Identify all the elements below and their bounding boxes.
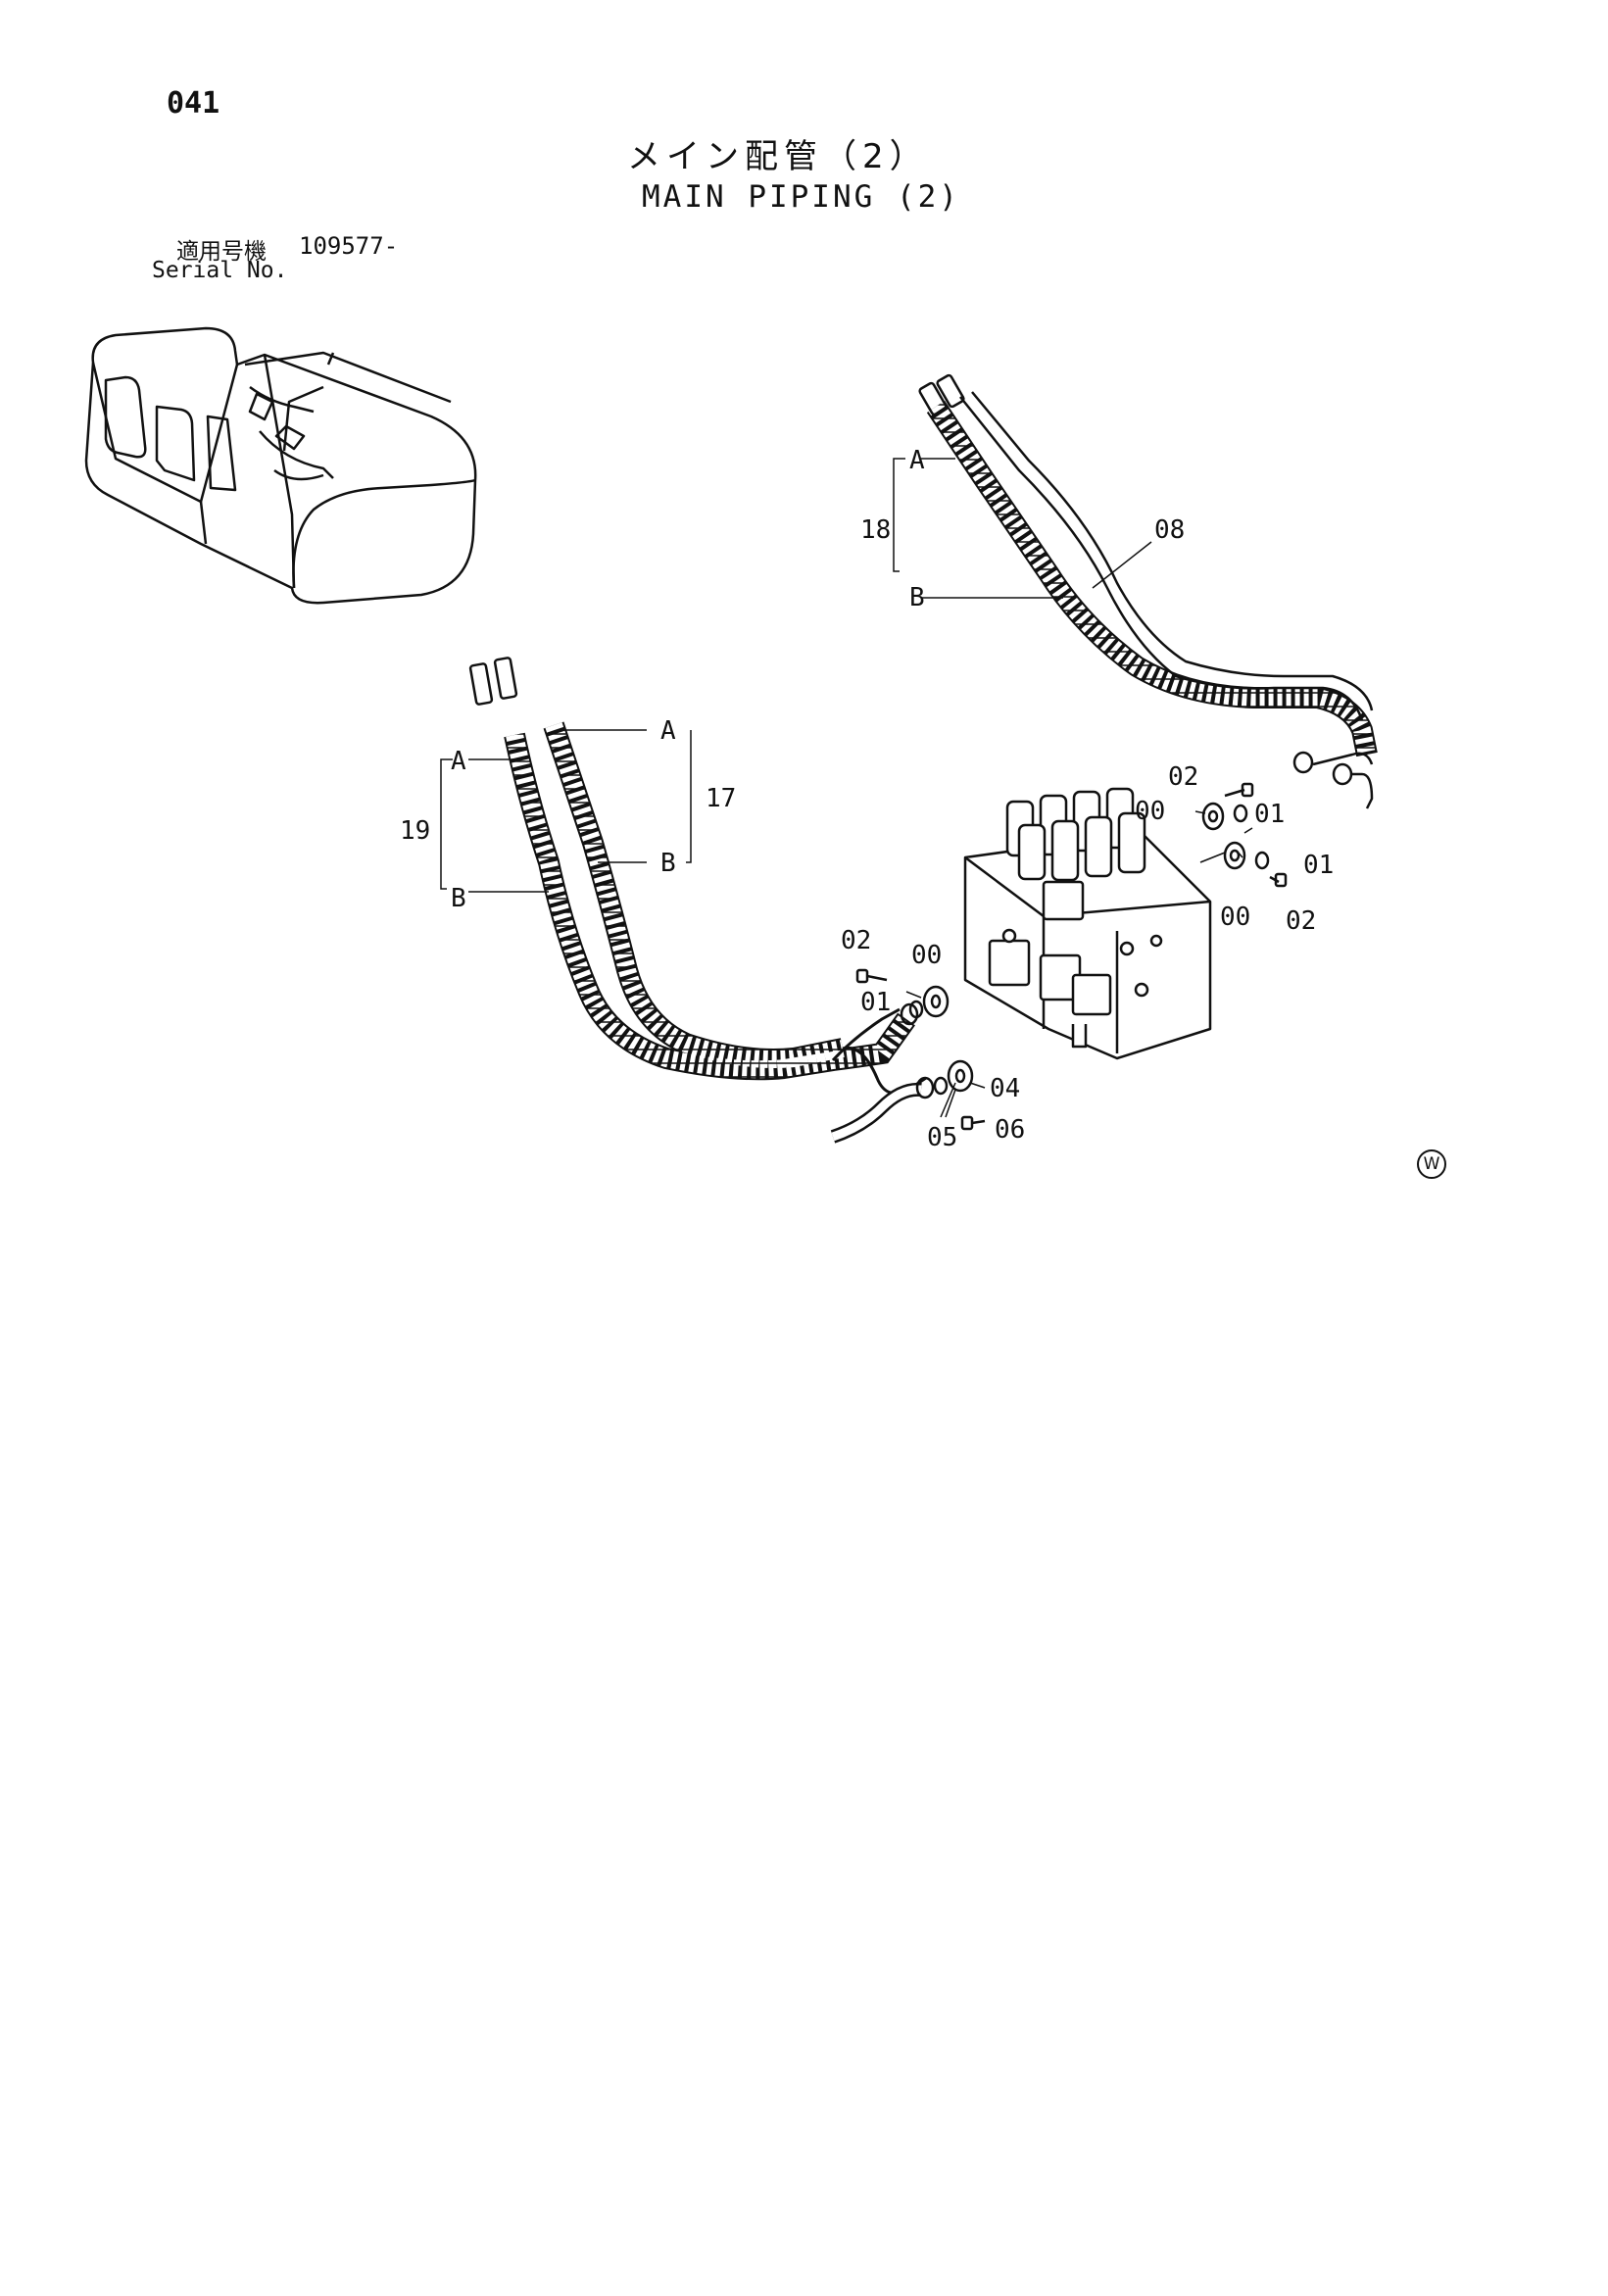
callout-04: 04 bbox=[990, 1074, 1021, 1103]
watermark-w: W bbox=[1417, 1149, 1446, 1179]
page-number: 041 bbox=[167, 86, 220, 121]
callout-17-a: A bbox=[660, 716, 676, 746]
callout-17: 17 bbox=[706, 784, 737, 813]
callout-06: 06 bbox=[995, 1115, 1026, 1145]
callout-18-a: A bbox=[909, 446, 925, 475]
callout-08: 08 bbox=[1154, 515, 1186, 545]
page-title-japanese: メイン配管（2） bbox=[627, 137, 929, 176]
callout-19-b: B bbox=[451, 884, 466, 913]
callout-05: 05 bbox=[927, 1123, 958, 1152]
callout-17-b: B bbox=[660, 849, 676, 878]
callout-19-a: A bbox=[451, 747, 466, 776]
callout-00-right: 00 bbox=[1220, 903, 1251, 932]
callout-02-right: 02 bbox=[1286, 906, 1317, 936]
serial-label: Serial No. bbox=[152, 258, 288, 283]
callout-00-upper: 00 bbox=[1135, 797, 1166, 826]
callout-18: 18 bbox=[860, 515, 892, 545]
machine-locator-illustration bbox=[84, 326, 477, 605]
hose-18-and-pipe-08 bbox=[918, 373, 1378, 809]
callout-01-upper: 01 bbox=[1254, 800, 1286, 829]
callout-19: 19 bbox=[400, 816, 431, 846]
serial-label-japanese: 適用号機 bbox=[176, 239, 267, 265]
callout-02-upper: 02 bbox=[1168, 762, 1199, 792]
flange-fittings bbox=[855, 782, 1288, 1131]
callout-18-b: B bbox=[909, 583, 925, 612]
callout-02-left: 02 bbox=[841, 926, 872, 955]
page-title: MAIN PIPING (2) bbox=[642, 179, 960, 215]
callout-00-left: 00 bbox=[911, 941, 943, 970]
control-valve-block bbox=[963, 787, 1212, 1060]
leader-lines bbox=[440, 458, 1253, 1118]
callout-01-right: 01 bbox=[1303, 851, 1335, 880]
serial-number: 109577- bbox=[299, 232, 399, 260]
hose-17-and-19 bbox=[468, 657, 935, 1144]
callout-01-left: 01 bbox=[860, 988, 892, 1017]
